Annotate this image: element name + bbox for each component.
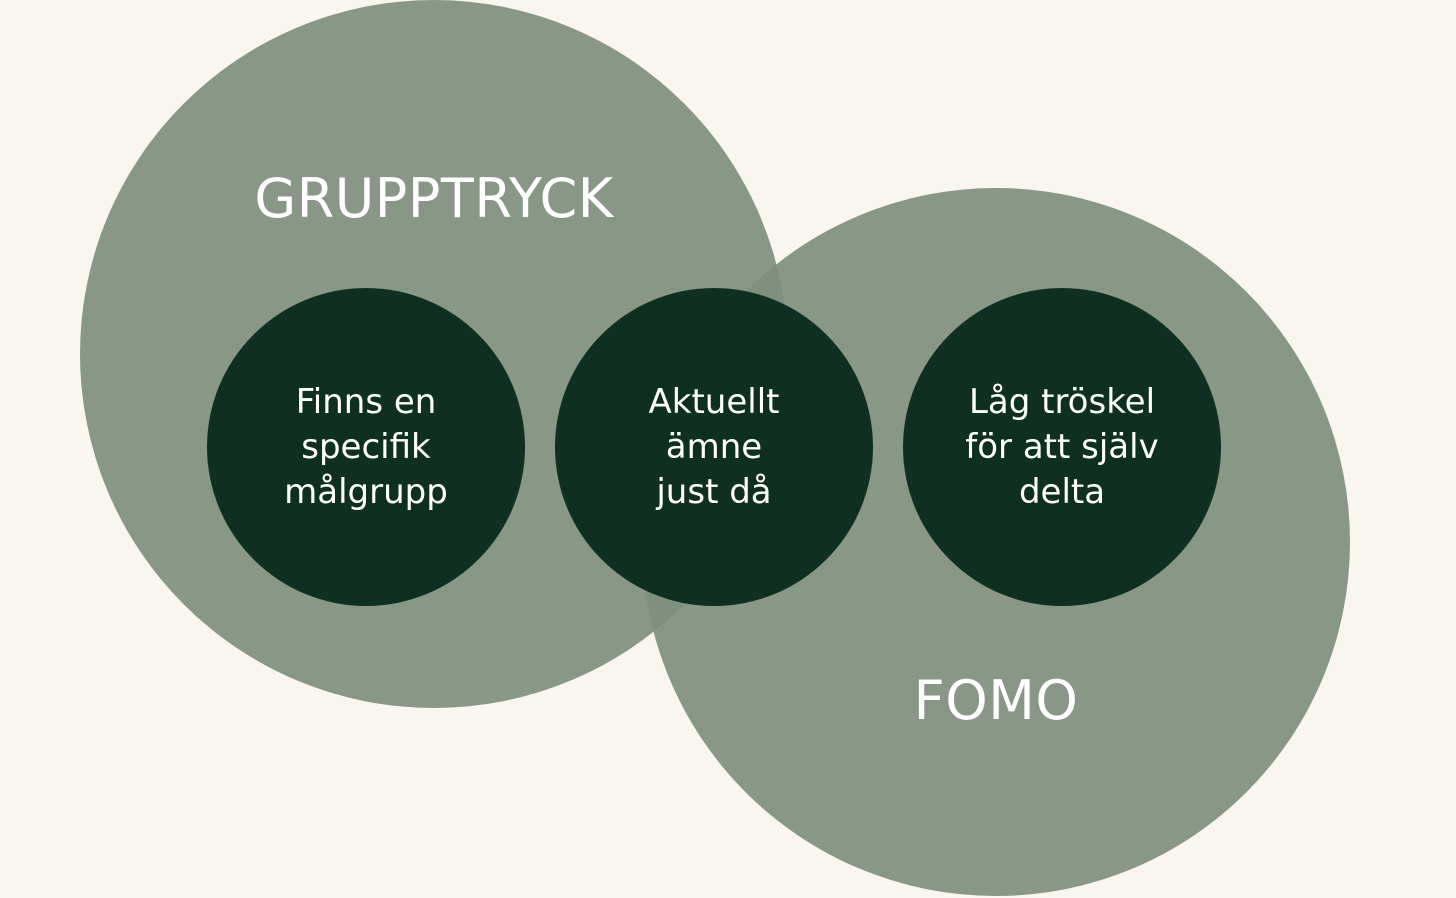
outer-label-fomo: FOMO: [913, 669, 1079, 732]
inner-text-malgrupp: Finns en specifik målgrupp: [284, 381, 448, 512]
inner-circle-aktuellt: Aktuellt ämne just då: [555, 288, 873, 606]
inner-text-troskel: Låg tröskel för att själv delta: [965, 381, 1159, 512]
outer-label-grupptryck: GRUPPTRYCK: [254, 167, 614, 230]
inner-text-aktuellt: Aktuellt ämne just då: [648, 381, 780, 512]
inner-circle-malgrupp: Finns en specifik målgrupp: [207, 288, 525, 606]
inner-circle-troskel: Låg tröskel för att själv delta: [903, 288, 1221, 606]
